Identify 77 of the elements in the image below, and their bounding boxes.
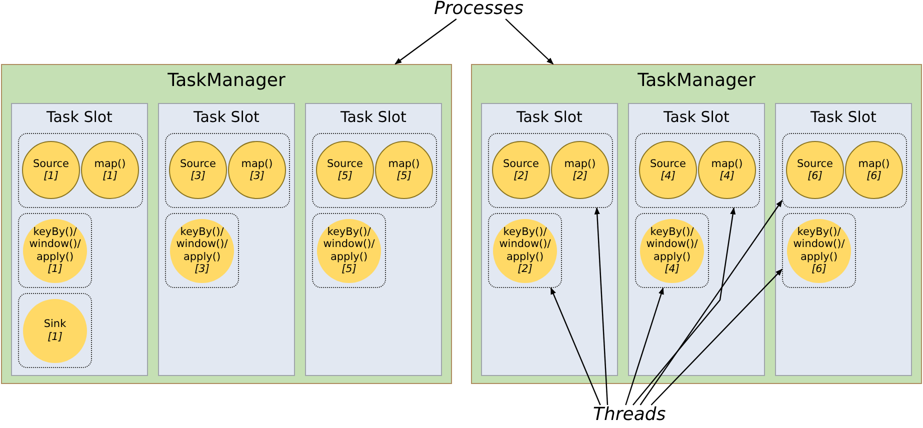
arrow — [550, 287, 601, 406]
slot-title: Task Slot — [192, 108, 260, 127]
subtask-index: [3] — [190, 170, 206, 182]
chain-group — [165, 213, 239, 288]
arrow — [625, 287, 664, 406]
subtask-index: [6] — [808, 170, 822, 182]
operator-name: keyBy()/ window()/ apply() — [645, 226, 699, 263]
subtask-index: [2] — [572, 170, 588, 182]
arrow — [650, 268, 782, 406]
operator-name: Source — [180, 158, 216, 170]
arrow — [505, 18, 554, 64]
subtask-index: [5] — [342, 263, 356, 276]
task-slot-panel — [628, 103, 765, 376]
chain-group — [312, 133, 437, 208]
task-slot-panel — [11, 103, 148, 376]
task-manager-panel — [1, 64, 452, 384]
subtask-index: [2] — [518, 263, 532, 276]
subtask-index: [5] — [338, 170, 352, 182]
operator-name: map() — [564, 158, 596, 170]
operator-name: keyBy()/ window()/ apply() — [28, 226, 82, 263]
chain-group — [312, 213, 386, 288]
chain-group — [635, 133, 760, 208]
subtask-index: [6] — [866, 170, 882, 182]
subtask-index: [6] — [812, 263, 826, 276]
chain-group — [488, 213, 562, 288]
subtask-index: [4] — [664, 263, 680, 276]
operator-name: Source — [796, 158, 834, 170]
operator-name: keyBy()/ window()/ apply() — [792, 226, 846, 263]
subtask-index: [5] — [396, 170, 412, 182]
chain-group — [18, 213, 92, 288]
subtask-index: [1] — [48, 263, 62, 276]
subtask-index: [3] — [194, 263, 210, 276]
subtask-index: [1] — [102, 170, 118, 182]
annotation-text: Processes — [434, 0, 524, 19]
panel-title: TaskManager — [166, 70, 286, 92]
operator-name: map() — [388, 158, 420, 170]
panel-title: TaskManager — [636, 70, 756, 92]
operator-name: Source — [326, 158, 364, 170]
slot-title: Task Slot — [810, 108, 878, 127]
subtask-index: [1] — [48, 330, 62, 343]
slot-title: Task Slot — [516, 108, 584, 127]
operator-name: Source — [650, 158, 686, 170]
chain-group — [18, 133, 143, 208]
task-slot-panel — [305, 103, 442, 376]
annotation-text: Threads — [593, 405, 666, 425]
subtask-index: [3] — [250, 170, 264, 182]
chain-group — [488, 133, 613, 208]
subtask-index: [4] — [720, 170, 734, 182]
arrow — [594, 207, 608, 406]
operator-name: keyBy()/ window()/ apply() — [322, 226, 376, 263]
task-slot-panel — [775, 103, 912, 376]
chain-group — [635, 213, 709, 288]
arrow — [640, 200, 782, 406]
operator-name: keyBy()/ window()/ apply() — [175, 226, 229, 263]
slot-title: Task Slot — [340, 108, 408, 127]
operator-name: keyBy()/ window()/ apply() — [498, 226, 552, 263]
arrow — [394, 18, 457, 64]
operator-name: Source — [502, 158, 540, 170]
arrow — [632, 207, 736, 406]
chain-group — [165, 133, 290, 208]
operator-name: Sink — [44, 318, 66, 330]
subtask-index: [4] — [660, 170, 676, 182]
operator-name: map() — [711, 158, 743, 170]
slot-title: Task Slot — [662, 108, 730, 127]
subtask-index: [1] — [44, 170, 58, 182]
operator-name: map() — [94, 158, 126, 170]
subtask-index: [2] — [514, 170, 528, 182]
operator-name: map() — [241, 158, 273, 170]
operator-name: Source — [32, 158, 70, 170]
operator-name: map() — [858, 158, 890, 170]
slot-title: Task Slot — [46, 108, 114, 127]
chain-group — [18, 293, 92, 368]
task-manager-panel — [471, 64, 922, 384]
chain-group — [782, 213, 856, 288]
chain-group — [782, 133, 907, 208]
task-slot-panel — [158, 103, 295, 376]
task-slot-panel — [481, 103, 618, 376]
